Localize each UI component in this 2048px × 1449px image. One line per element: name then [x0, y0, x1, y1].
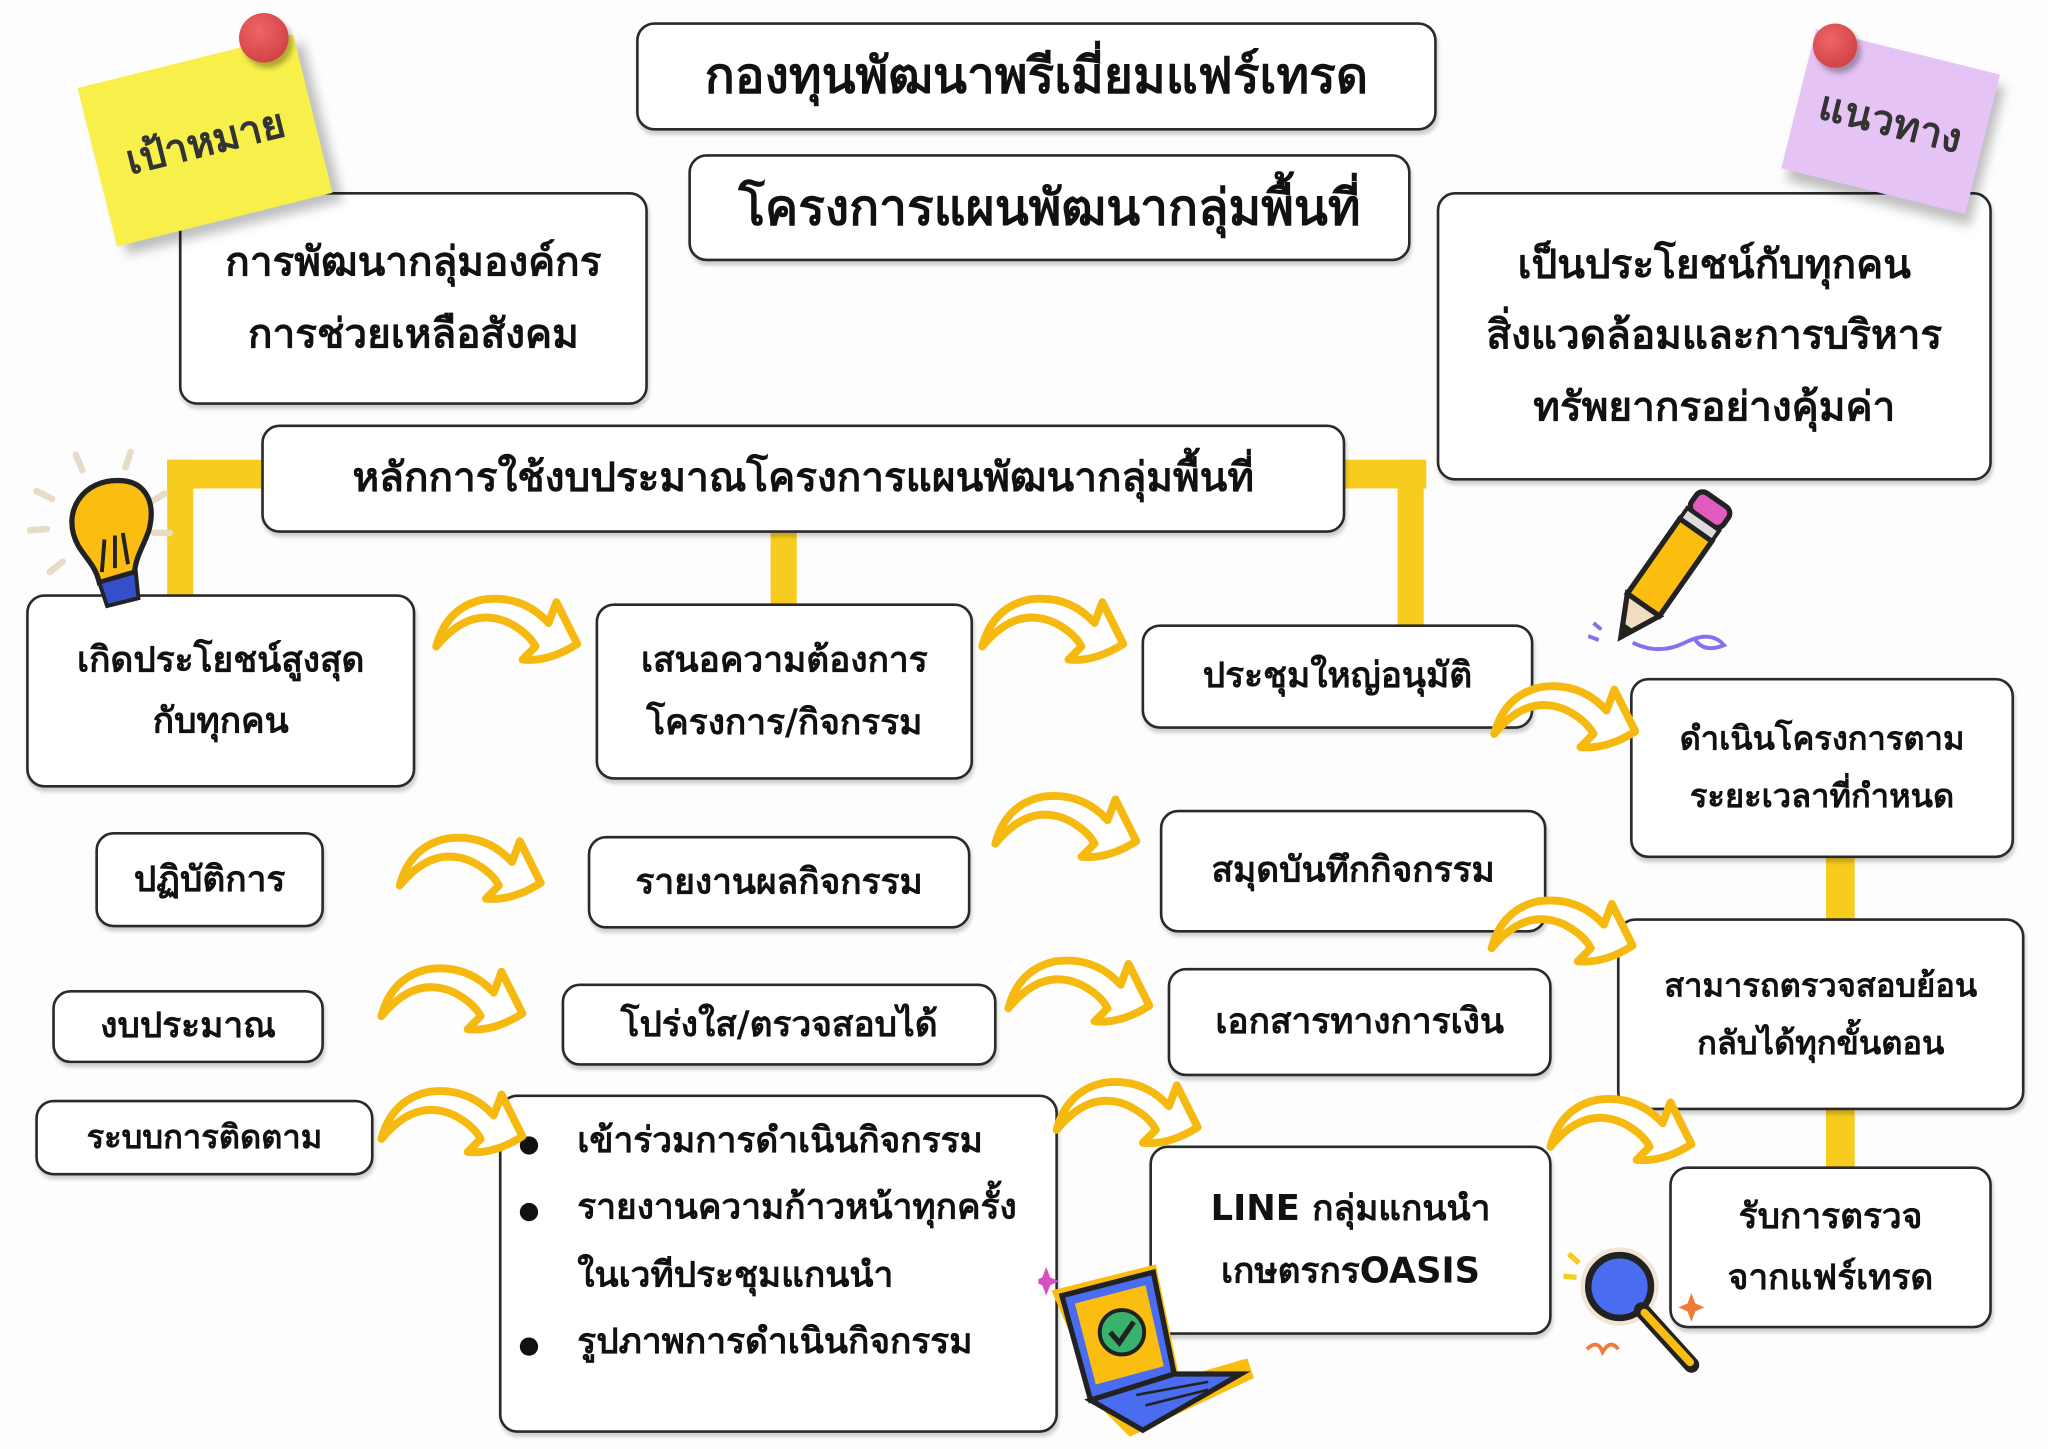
- curved-arrow-icon: [1487, 896, 1637, 966]
- step-box: สมุดบันทึกกิจกรรม: [1159, 809, 1547, 933]
- step-box: ประชุมใหญ่อนุมัติ: [1141, 624, 1534, 729]
- step-text: รายงานผลกิจกรรม: [635, 861, 923, 903]
- connector: [1397, 459, 1424, 627]
- guideline-label: แนวทาง: [1813, 82, 1967, 164]
- guideline-line: เป็นประโยชน์กับทุกคน: [1517, 241, 1911, 289]
- step-box: ดำเนินโครงการตาม ระยะเวลาที่กำหนด: [1630, 677, 2015, 859]
- principle-title: หลักการใช้งบประมาณโครงการแผนพัฒนากลุ่มพื…: [352, 455, 1255, 503]
- guideline-box: เป็นประโยชน์กับทุกคน สิ่งแวดล้อมและการบร…: [1436, 191, 1992, 481]
- step-box: โปร่งใส/ตรวจสอบได้: [561, 983, 997, 1066]
- step-box: รับการตรวจ จากแฟร์เทรด: [1669, 1166, 1992, 1329]
- page-title: กองทุนพัฒนาพรีเมี่ยมแฟร์เทรด: [704, 47, 1369, 105]
- goal-line: การช่วยเหลือสังคม: [247, 310, 579, 358]
- goal-box: การพัฒนากลุ่มองค์กร การช่วยเหลือสังคม: [178, 191, 648, 405]
- connector: [1825, 855, 1855, 921]
- step-text: เสนอความต้องการ: [640, 640, 928, 681]
- step-text: งบประมาณ: [100, 1006, 276, 1047]
- page-subtitle: โครงการแผนพัฒนากลุ่มพื้นที่: [738, 178, 1361, 237]
- title-box: กองทุนพัฒนาพรีเมี่ยมแฟร์เทรด: [636, 22, 1437, 131]
- list-item: รายงานความก้าวหน้าทุกครั้งในเวทีประชุมแก…: [519, 1175, 1042, 1309]
- step-box: สามารถตรวจสอบย้อน กลับได้ทุกขั้นตอน: [1616, 918, 2025, 1111]
- step-text: สามารถตรวจสอบย้อน: [1664, 966, 1978, 1005]
- goal-line: การพัฒนากลุ่มองค์กร: [225, 239, 602, 287]
- curved-arrow-icon: [377, 964, 527, 1034]
- curved-arrow-icon: [1004, 956, 1154, 1026]
- pin-icon: [239, 13, 289, 63]
- guideline-sticky-note: แนวทาง: [1781, 28, 2000, 215]
- list-item: เข้าร่วมการดำเนินกิจกรรม: [519, 1108, 1042, 1175]
- guideline-line: สิ่งแวดล้อมและการบริหาร: [1486, 312, 1943, 360]
- step-text: จากแฟร์เทรด: [1727, 1257, 1934, 1299]
- subtitle-box: โครงการแผนพัฒนากลุ่มพื้นที่: [688, 154, 1411, 262]
- step-box: เสนอความต้องการ โครงการ/กิจกรรม: [595, 603, 974, 780]
- principle-box: หลักการใช้งบประมาณโครงการแผนพัฒนากลุ่มพื…: [261, 424, 1346, 533]
- guideline-line: ทรัพยากรอย่างคุ้มค่า: [1533, 383, 1896, 431]
- curved-arrow-icon: [432, 594, 582, 664]
- step-text: กับทุกคน: [152, 701, 289, 742]
- goal-label: เป้าหมาย: [121, 99, 290, 185]
- curved-arrow-icon: [978, 594, 1128, 664]
- step-box: ระบบการติดตาม: [35, 1099, 374, 1176]
- step-text: ระบบการติดตาม: [86, 1118, 323, 1157]
- step-box: เอกสารทางการเงิน: [1167, 967, 1552, 1077]
- connector: [1825, 1107, 1855, 1169]
- magnifier-icon: [1563, 1247, 1705, 1373]
- step-text: รับการตรวจ: [1738, 1196, 1923, 1237]
- list-item: รูปภาพการดำเนินกิจกรรม: [519, 1309, 1042, 1376]
- step-text: LINE กลุ่มแกนนำ: [1210, 1188, 1491, 1230]
- curved-arrow-icon: [991, 792, 1141, 862]
- curved-arrow-icon: [1546, 1095, 1696, 1165]
- laptop-icon: [1038, 1264, 1254, 1437]
- step-box: ปฏิบัติการ: [95, 831, 324, 928]
- step-box: LINE กลุ่มแกนนำ เกษตรกรOASIS: [1149, 1145, 1552, 1335]
- monitoring-list: เข้าร่วมการดำเนินกิจกรรม รายงานความก้าวห…: [502, 1108, 1056, 1376]
- step-text: เกิดประโยชน์สูงสุด: [77, 639, 365, 681]
- connector: [167, 459, 194, 597]
- lightbulb-icon: [26, 448, 174, 609]
- step-text: ดำเนินโครงการตาม: [1679, 719, 1965, 758]
- step-text: กลับได้ทุกขั้นตอน: [1697, 1023, 1945, 1062]
- monitoring-list-box: เข้าร่วมการดำเนินกิจกรรม รายงานความก้าวห…: [498, 1094, 1058, 1433]
- step-text: สมุดบันทึกกิจกรรม: [1211, 850, 1495, 892]
- step-text: โปร่งใส/ตรวจสอบได้: [620, 1004, 938, 1045]
- step-text: ประชุมใหญ่อนุมัติ: [1202, 656, 1473, 697]
- step-text: เกษตรกรOASIS: [1220, 1250, 1481, 1292]
- step-text: ปฏิบัติการ: [133, 859, 286, 900]
- step-text: โครงการ/กิจกรรม: [646, 702, 923, 743]
- curved-arrow-icon: [395, 833, 545, 903]
- step-box: เกิดประโยชน์สูงสุด กับทุกคน: [26, 594, 416, 788]
- step-text: เอกสารทางการเงิน: [1215, 1001, 1504, 1043]
- pencil-icon: [1587, 489, 1733, 652]
- curved-arrow-icon: [1490, 682, 1640, 752]
- curved-arrow-icon: [377, 1087, 527, 1157]
- curved-arrow-icon: [1052, 1078, 1202, 1148]
- step-box: รายงานผลกิจกรรม: [587, 835, 971, 929]
- pin-icon: [1812, 23, 1858, 68]
- step-box: งบประมาณ: [52, 990, 324, 1064]
- connector: [770, 530, 797, 607]
- step-text: ระยะเวลาที่กำหนด: [1689, 777, 1955, 816]
